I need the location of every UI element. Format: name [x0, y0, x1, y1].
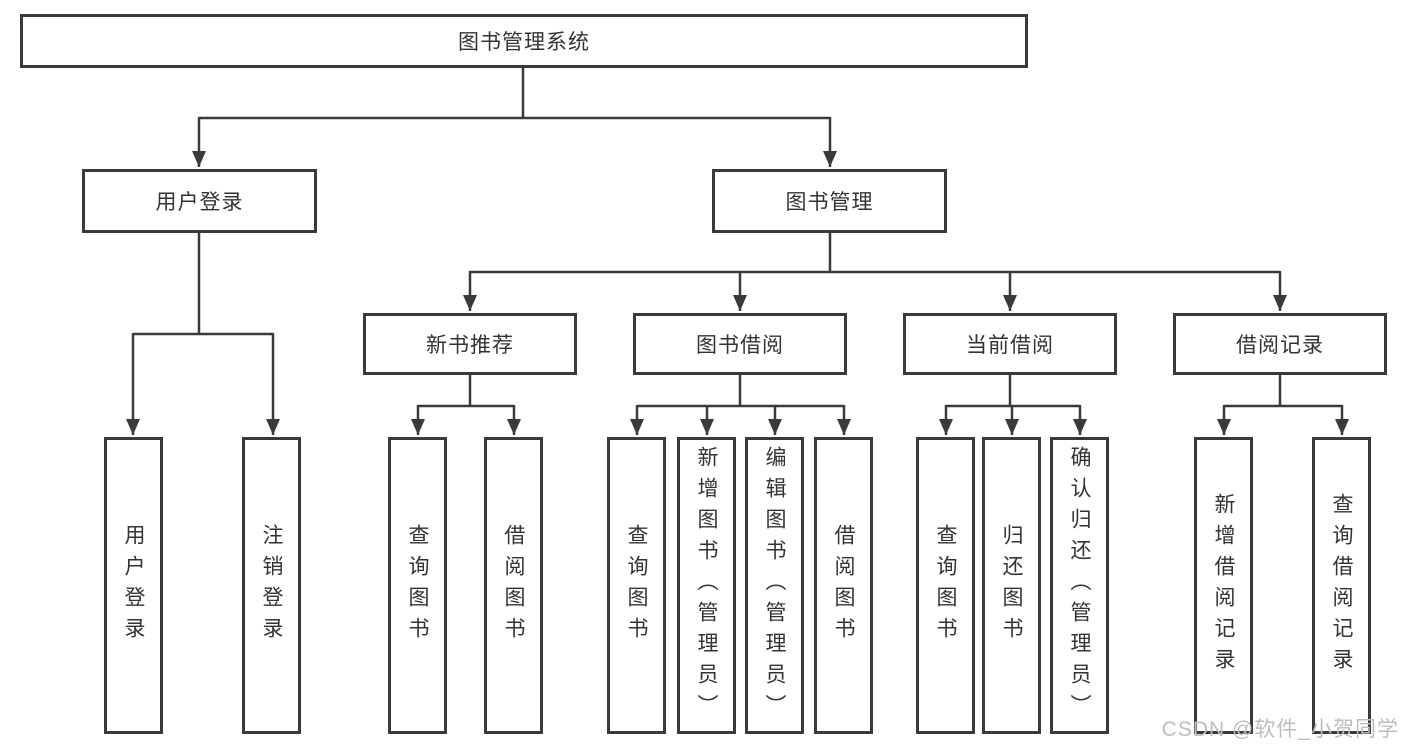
node-label: 新书推荐	[426, 334, 514, 357]
leaf-label: 借阅图书	[502, 523, 525, 648]
leaf-label: 归还图书	[1000, 523, 1023, 648]
leaf-user-login: 用户登录	[104, 437, 163, 734]
leaf-logout: 注销登录	[242, 437, 301, 734]
node-label: 借阅记录	[1236, 334, 1324, 357]
node-root-library-system: 图书管理系统	[20, 14, 1028, 68]
leaf-label: 查询图书	[934, 523, 957, 648]
leaf-label: 确认归还（管理员）	[1068, 446, 1091, 725]
node-current-borrow: 当前借阅	[903, 313, 1117, 375]
node-label: 图书借阅	[696, 334, 784, 357]
node-book-borrow: 图书借阅	[633, 313, 847, 375]
leaf-query-books-borrow: 查询图书	[607, 437, 666, 734]
leaf-query-borrow-record: 查询借阅记录	[1312, 437, 1371, 734]
node-label: 图书管理系统	[458, 31, 590, 54]
leaf-add-books-admin: 新增图书（管理员）	[677, 437, 736, 734]
leaf-confirm-return-admin: 确认归还（管理员）	[1050, 437, 1109, 734]
leaf-return-books: 归还图书	[982, 437, 1041, 734]
leaf-label: 编辑图书（管理员）	[763, 446, 786, 725]
node-new-book-recommend: 新书推荐	[363, 313, 577, 375]
leaf-query-books-current: 查询图书	[916, 437, 975, 734]
leaf-label: 注销登录	[260, 523, 283, 648]
leaf-label: 借阅图书	[832, 523, 855, 648]
leaf-label: 新增借阅记录	[1212, 492, 1235, 679]
leaf-edit-books-admin: 编辑图书（管理员）	[745, 437, 804, 734]
leaf-add-borrow-record: 新增借阅记录	[1194, 437, 1253, 734]
leaf-label: 查询借阅记录	[1330, 492, 1353, 679]
node-label: 当前借阅	[966, 334, 1054, 357]
leaf-label: 新增图书（管理员）	[695, 446, 718, 725]
node-borrow-records: 借阅记录	[1173, 313, 1387, 375]
node-book-management: 图书管理	[712, 169, 947, 233]
leaf-borrow-books: 借阅图书	[814, 437, 873, 734]
leaf-label: 用户登录	[122, 523, 145, 648]
leaf-query-books-recommend: 查询图书	[388, 437, 447, 734]
node-user-login: 用户登录	[82, 169, 317, 233]
leaf-label: 查询图书	[625, 523, 648, 648]
node-label: 图书管理	[785, 191, 874, 214]
leaf-label: 查询图书	[406, 523, 429, 648]
leaf-borrow-books-recommend: 借阅图书	[484, 437, 543, 734]
watermark: CSDN @软件_小贺同学	[1161, 718, 1399, 741]
node-label: 用户登录	[155, 191, 244, 214]
